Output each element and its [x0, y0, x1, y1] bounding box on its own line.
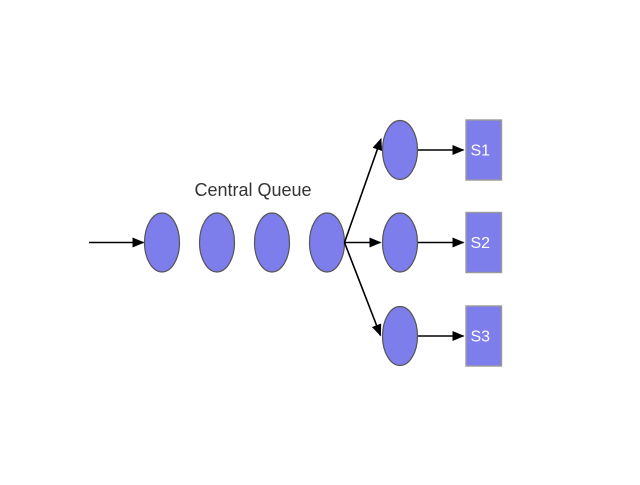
queue-slot-ellipse-2 — [198, 212, 236, 273]
queue-slot-ellipse-1 — [143, 212, 181, 273]
queue-slot-ellipse-4 — [308, 212, 346, 273]
server-buffer-ellipse-s1 — [381, 119, 419, 181]
server-box-s1 — [465, 119, 503, 181]
central-queue-label: Central Queue — [194, 180, 311, 200]
server-box-s2 — [465, 211, 503, 274]
server-label-s2: S2 — [471, 235, 491, 252]
queue-slot-ellipse-3 — [253, 212, 291, 273]
dispatch-arrow-s3 — [343, 242, 382, 337]
server-label-s3: S3 — [471, 329, 491, 346]
dispatch-arrow-s1 — [343, 138, 383, 243]
server-box-s3 — [465, 305, 503, 367]
server-buffer-ellipse-s2 — [381, 212, 419, 273]
server-label-s1: S1 — [471, 143, 491, 160]
server-buffer-ellipse-s3 — [381, 305, 419, 367]
